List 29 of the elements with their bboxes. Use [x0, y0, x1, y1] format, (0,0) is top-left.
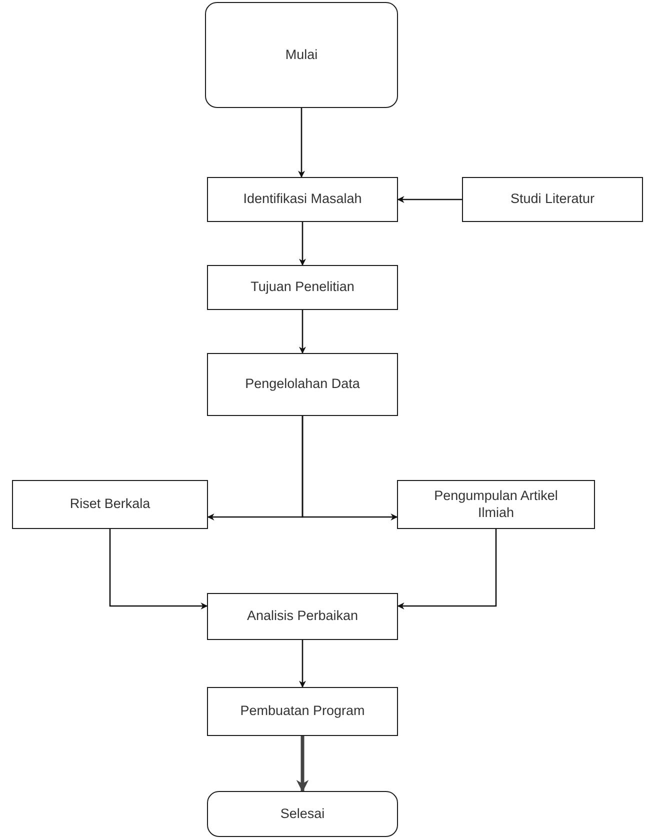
node-label: Riset Berkala [70, 496, 150, 513]
node-label: Identifikasi Masalah [243, 191, 362, 208]
arrow [109, 529, 208, 610]
arrow [296, 736, 309, 792]
node-label: Pengumpulan Artikel Ilmiah [433, 488, 559, 521]
process-box [207, 265, 398, 310]
arrow [299, 640, 306, 688]
process-box [397, 480, 595, 529]
node-label: Tujuan Penelitian [250, 279, 354, 296]
arrow [299, 222, 306, 266]
process-box [207, 593, 398, 640]
process-box [207, 177, 398, 222]
node-label: Selesai [280, 806, 325, 822]
node-label: Pembuatan Program [240, 703, 365, 720]
arrow [299, 310, 306, 354]
terminal-box [205, 2, 398, 108]
arrow [298, 108, 305, 178]
arrow [397, 529, 497, 610]
arrow [302, 416, 398, 520]
process-box [12, 480, 208, 529]
node-label: Pengelolahan Data [245, 376, 360, 393]
process-box [207, 687, 398, 736]
process-box [207, 353, 398, 416]
node-label: Analisis Perbaikan [246, 608, 358, 625]
process-box [462, 177, 643, 222]
arrow [397, 196, 462, 203]
node-label: Studi Literatur [510, 191, 595, 208]
terminal-box [207, 791, 398, 837]
node-label: Mulai [285, 46, 318, 64]
